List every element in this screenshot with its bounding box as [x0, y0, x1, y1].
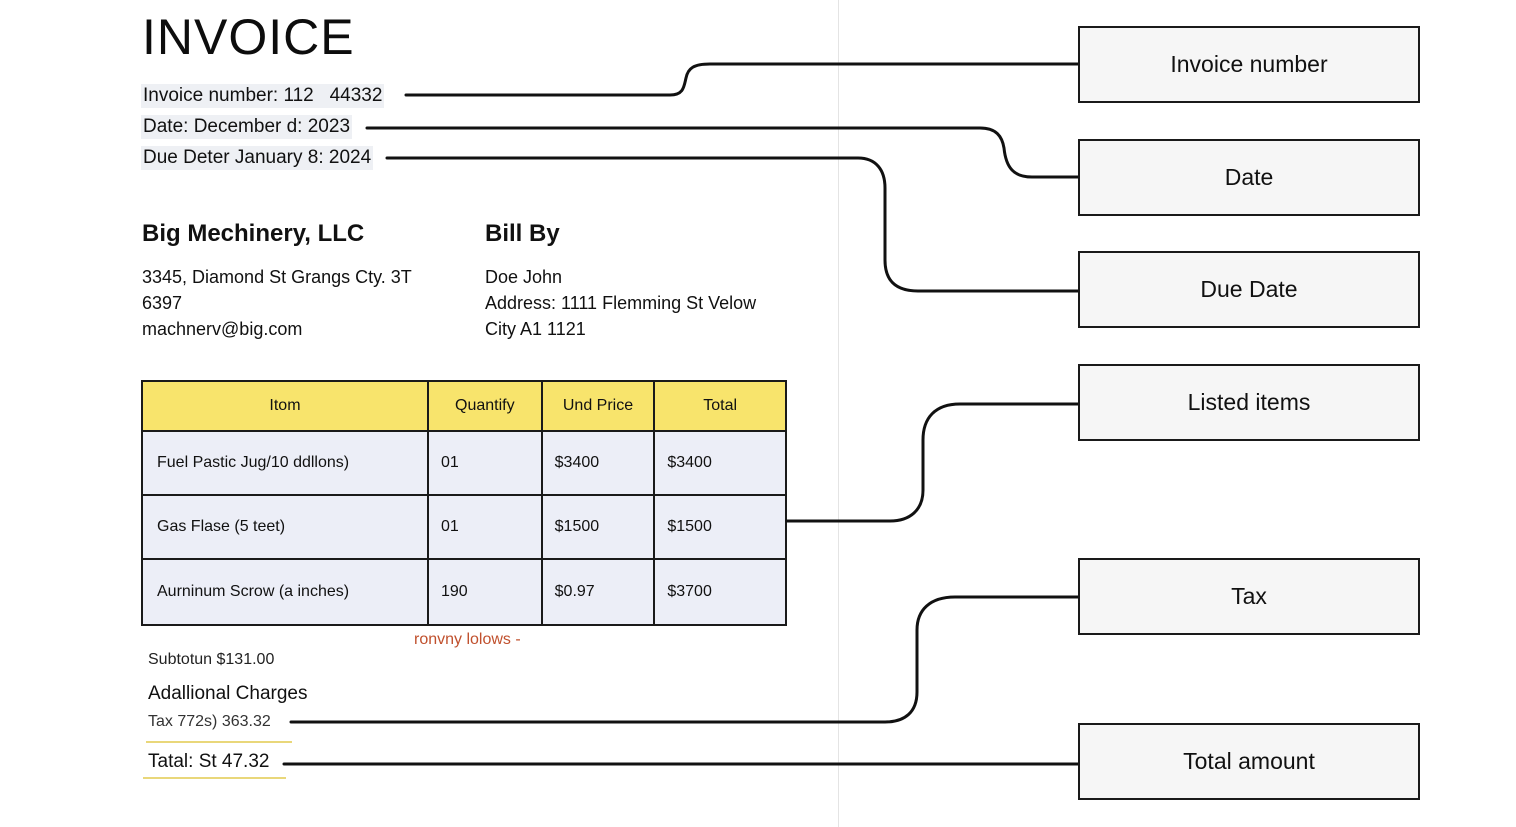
subtotal-line: Subtotun $131.00	[148, 651, 275, 668]
connector-invoice-number	[404, 62, 1080, 97]
seller-email: machnerv@big.com	[142, 319, 303, 339]
table-header-row: Itom Quantify Und Price Total	[141, 380, 787, 432]
additional-charges-heading: Adallional Charges	[148, 683, 308, 704]
column-header-item: Itom	[141, 380, 429, 432]
cell-item: Aurninum Scrow (a inches)	[141, 558, 429, 626]
column-header-total: Total	[653, 380, 787, 432]
callout-tax: Tax	[1078, 558, 1420, 635]
callout-listed-items: Listed items	[1078, 364, 1420, 441]
table-row: Fuel Pastic Jug/10 ddllons) 01 $3400 $34…	[141, 430, 787, 496]
total-line: Tatal: St 47.32	[148, 751, 270, 772]
bill-by-address-line1: Address: 1111 Flemming St Velow	[485, 293, 757, 313]
cell-item: Gas Flase (5 teet)	[141, 494, 429, 560]
cell-total: $3400	[653, 430, 787, 496]
cell-total: $1500	[653, 494, 787, 560]
callout-invoice-number: Invoice number	[1078, 26, 1420, 103]
callout-total-amount: Total amount	[1078, 723, 1420, 800]
total-underline	[143, 777, 286, 779]
invoice-due-date-line: Due Deter January 8: 2024	[141, 146, 374, 170]
seller-name: Big Mechinery, LLC	[142, 220, 365, 247]
column-header-unit-price: Und Price	[540, 380, 656, 432]
table-row: Aurninum Scrow (a inches) 190 $0.97 $370…	[141, 558, 787, 626]
bill-by-heading: Bill By	[485, 220, 560, 247]
table-row: Gas Flase (5 teet) 01 $1500 $1500	[141, 494, 787, 560]
invoice-date-line: Date: December d: 2023	[141, 115, 353, 139]
seller-address-line1: 3345, Diamond St Grangs Cty. 3T	[142, 267, 412, 287]
cell-total: $3700	[653, 558, 787, 626]
connector-tax	[289, 595, 1080, 724]
page-divider-line	[838, 0, 839, 827]
tax-underline	[146, 741, 292, 743]
invoice-title: INVOICE	[142, 9, 355, 65]
connector-due-date	[385, 156, 1080, 293]
seller-address-block: 3345, Diamond St Grangs Cty. 3T 6397 mac…	[142, 264, 412, 342]
cell-unit-price: $3400	[540, 430, 656, 496]
items-table: Itom Quantify Und Price Total Fuel Pasti…	[141, 380, 787, 626]
cell-quantity: 01	[426, 494, 543, 560]
bill-by-name: Doe John	[485, 267, 563, 287]
tax-line: Tax 772s) 363.32	[148, 713, 271, 730]
seller-address-line2: 6397	[142, 293, 183, 313]
bill-by-address-block: Doe John Address: 1111 Flemming St Velow…	[485, 264, 756, 342]
callout-due-date: Due Date	[1078, 251, 1420, 328]
connector-date	[365, 126, 1080, 179]
cell-unit-price: $0.97	[540, 558, 656, 626]
column-header-quantity: Quantify	[426, 380, 543, 432]
cell-quantity: 190	[426, 558, 543, 626]
cell-quantity: 01	[426, 430, 543, 496]
summary-note: ronvny lolows -	[414, 631, 521, 648]
invoice-number-line: Invoice number: 112 44332	[141, 84, 385, 108]
connector-listed-items	[785, 402, 1080, 523]
callout-date: Date	[1078, 139, 1420, 216]
cell-unit-price: $1500	[540, 494, 656, 560]
cell-item: Fuel Pastic Jug/10 ddllons)	[141, 430, 429, 496]
bill-by-address-line2: City A1 1121	[485, 319, 586, 339]
